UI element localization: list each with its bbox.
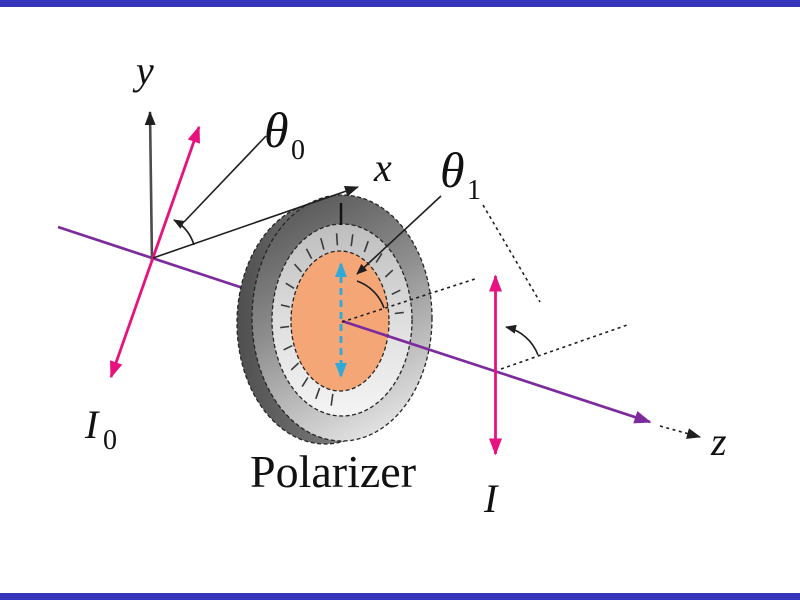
transmitted-intensity-symbol: I [483, 476, 499, 521]
dial-tick [320, 237, 325, 250]
theta1-angle-arc-polarizer [356, 280, 385, 309]
incident-polarization-arrow [109, 125, 201, 379]
dial-tick [363, 240, 369, 253]
bottom-border-bar [0, 593, 800, 600]
theta1-subscript: 1 [467, 175, 481, 206]
theta0-subscript: 0 [291, 135, 305, 166]
dial-tick [305, 248, 313, 259]
theta1-reference-line-polarizer [341, 277, 479, 323]
dial-tick [315, 387, 321, 400]
theta0-angle-arc [173, 219, 195, 246]
theta1-leader-line-left [356, 195, 442, 275]
dial-tick [330, 393, 334, 406]
incident-intensity-symbol: I [84, 402, 100, 447]
dial-tick [290, 362, 300, 371]
dial-tick [391, 289, 401, 296]
dial-tick [283, 344, 293, 351]
theta0-symbol: θ [264, 102, 289, 158]
dial-tick [350, 234, 354, 247]
theta1-symbol: θ [440, 142, 465, 198]
dial-tick [384, 269, 394, 278]
z-axis [659, 425, 701, 439]
dial-tick [375, 252, 383, 263]
polarizer-face [290, 250, 390, 392]
dial-tick [394, 311, 404, 315]
y-axis [144, 111, 156, 263]
theta0-leader-line [183, 135, 267, 223]
y-axis-label: y [132, 48, 154, 93]
x-axis [152, 186, 359, 259]
top-border-bar [0, 0, 800, 7]
dial-tick [280, 325, 290, 329]
x-axis-label: x [373, 145, 392, 190]
theta1-reference-line-beam [500, 323, 631, 370]
dial-tick-marks [280, 233, 404, 406]
dial-tick [301, 377, 309, 388]
z-axis-label: z [710, 419, 727, 464]
theta1-leader-line-right [482, 204, 541, 303]
dial-tick [285, 282, 295, 289]
theta1-angle-arc-beam [505, 324, 539, 356]
dial-tick [280, 304, 290, 308]
dial-tick [335, 233, 339, 246]
polarizer-caption: Polarizer [250, 446, 416, 497]
incident-intensity-subscript: 0 [103, 425, 117, 456]
dial-tick [293, 263, 302, 273]
